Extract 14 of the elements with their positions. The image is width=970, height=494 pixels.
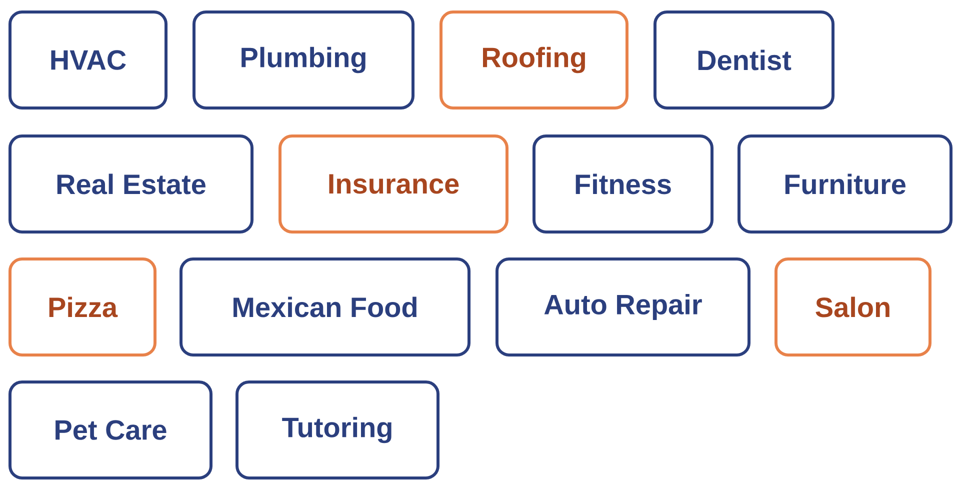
category-tag: Tutoring (236, 380, 440, 480)
category-tag: Auto Repair (496, 258, 750, 356)
category-tag: HVAC (8, 10, 168, 110)
category-tag: Fitness (532, 134, 714, 234)
category-tag: Furniture (738, 134, 952, 234)
category-tag: Mexican Food (180, 258, 470, 356)
category-tag: Roofing (440, 10, 628, 110)
category-tag: Salon (774, 258, 932, 356)
category-tag: Insurance (278, 134, 508, 234)
category-tag: Dentist (654, 10, 834, 110)
category-tag: Plumbing (192, 10, 414, 110)
category-tag: Pet Care (8, 380, 212, 480)
category-tag: Real Estate (8, 134, 254, 234)
category-tag: Pizza (8, 258, 156, 356)
